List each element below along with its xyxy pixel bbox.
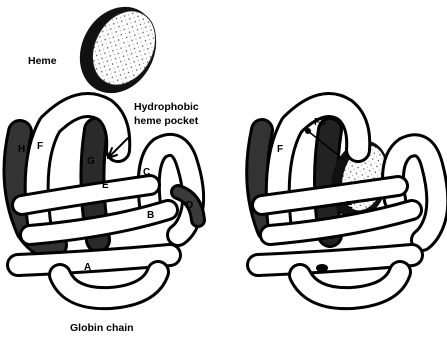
globin-chain-label: Globin chain <box>70 322 134 334</box>
helix-label-E: E <box>102 180 109 191</box>
helix-label-F: F <box>37 141 43 152</box>
helix-label-B: B <box>147 210 154 221</box>
helix-bottom-loop-right <box>300 272 400 298</box>
helix-label-C: C <box>143 167 150 178</box>
helix-label-H: H <box>18 144 25 155</box>
helix-label-E-right: E <box>346 200 353 211</box>
helix-label-D: D <box>186 200 193 211</box>
helix-label-G: G <box>87 156 95 167</box>
pocket-label-line2: heme pocket <box>134 115 199 127</box>
helix-label-F-right: F <box>277 144 283 155</box>
heme-label: Heme <box>28 55 57 67</box>
helix-label-F8: F8 <box>314 117 326 128</box>
globin-chain-left <box>16 105 199 298</box>
helix-A <box>18 255 170 265</box>
helix-label-A: A <box>84 262 91 273</box>
helix-A-right <box>258 255 412 265</box>
dark-spot <box>316 264 328 272</box>
pocket-label-line1: Hydrophobic <box>134 101 199 113</box>
helix-bottom-loop <box>60 272 158 298</box>
heme-disc <box>65 0 171 107</box>
